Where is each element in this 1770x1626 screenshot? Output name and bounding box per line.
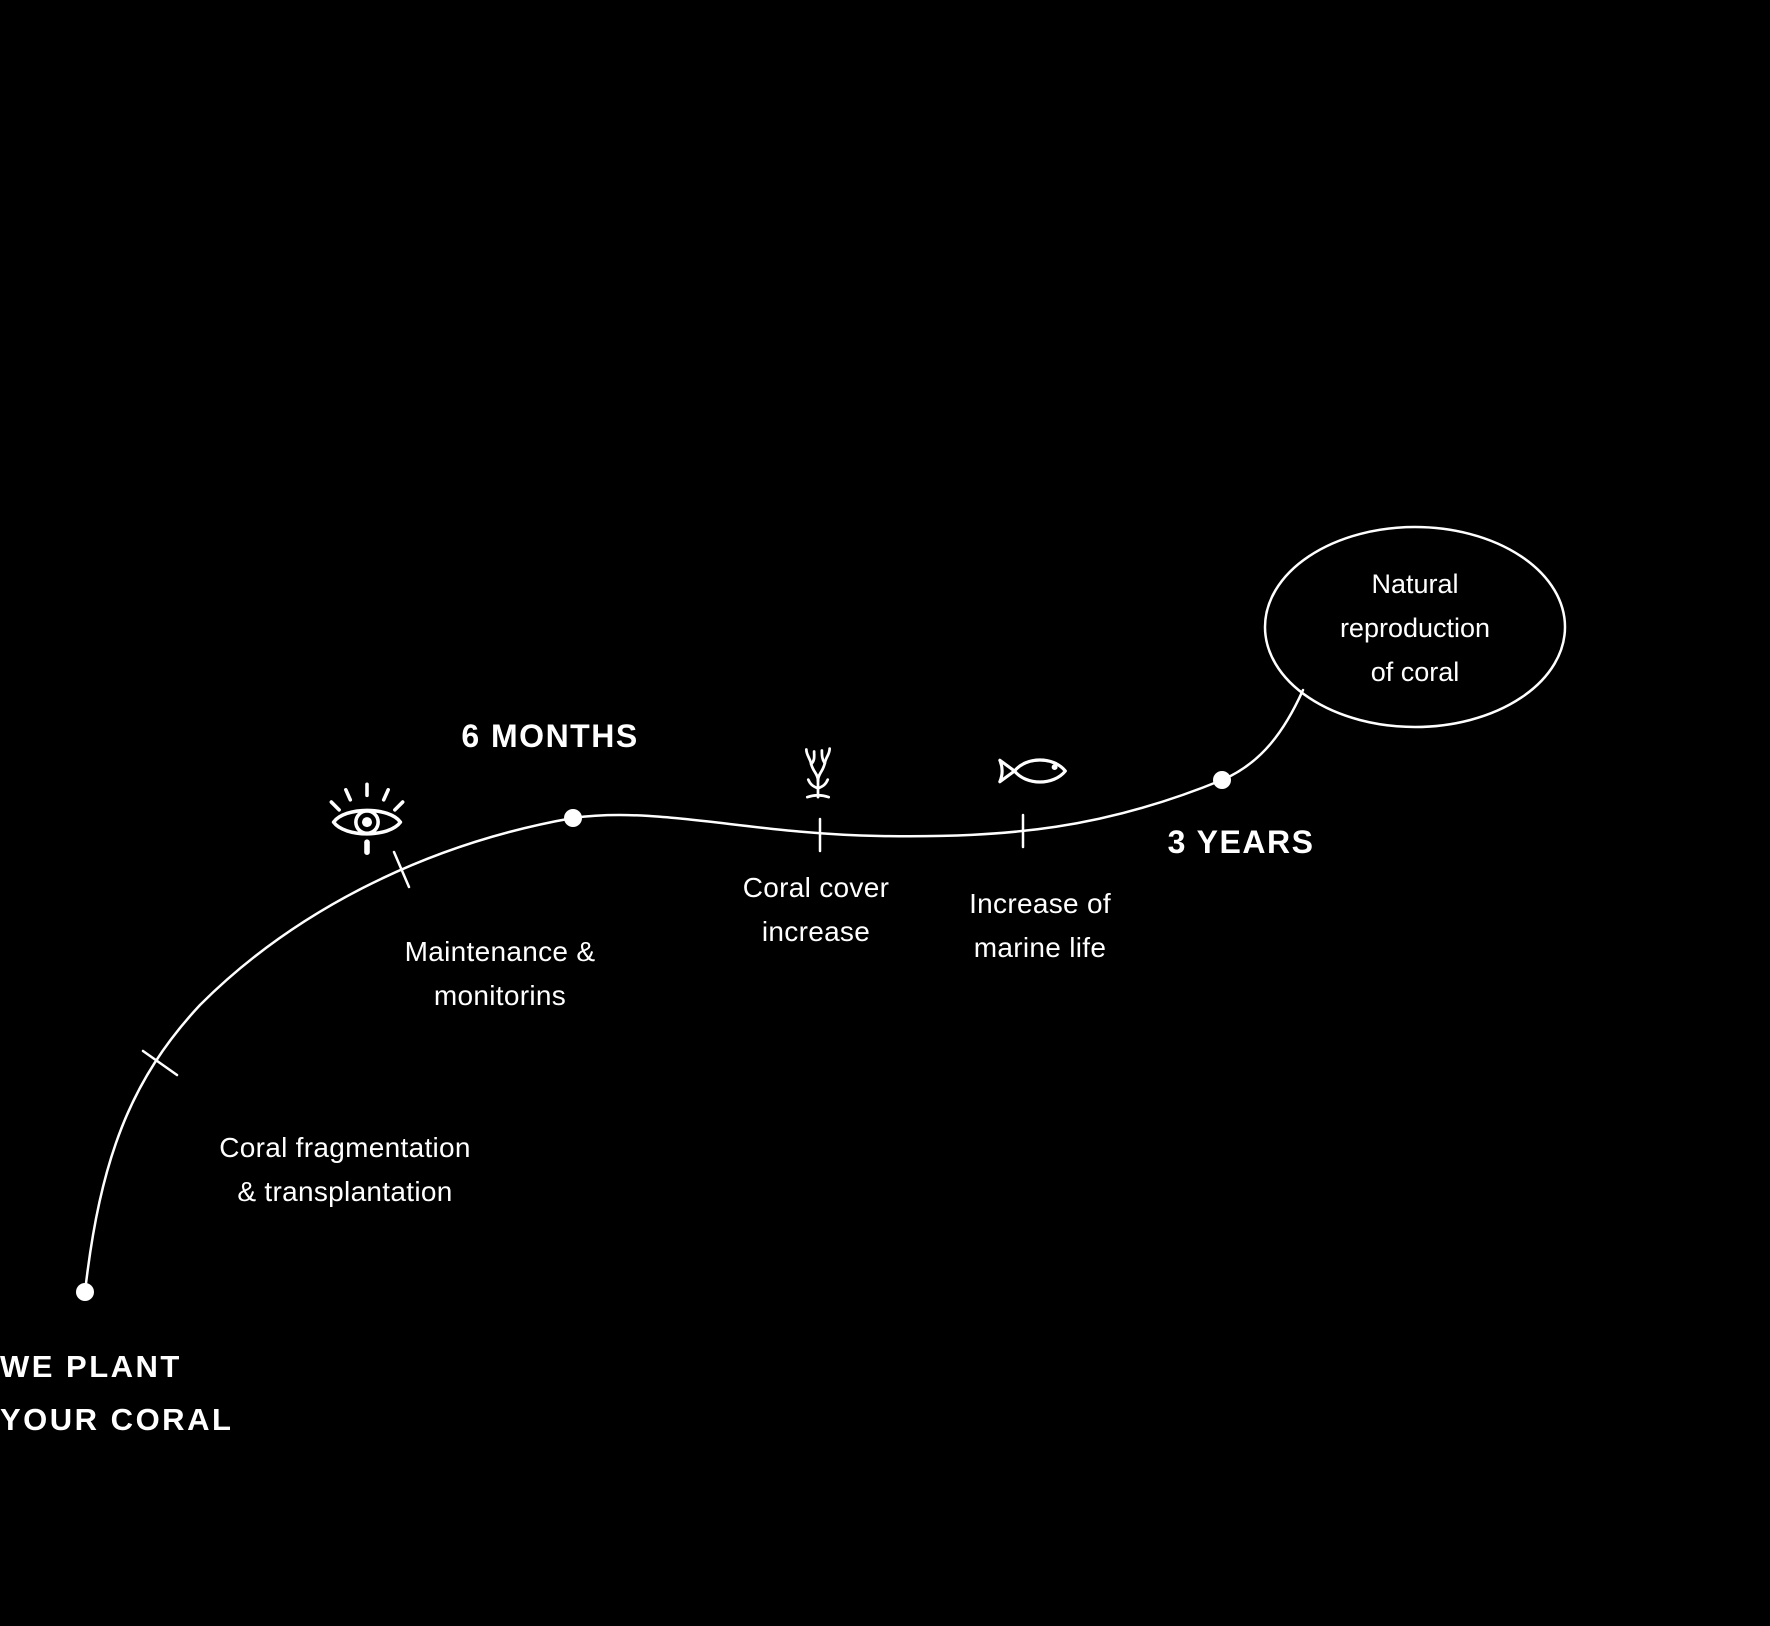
milestone-label-line1: Coral fragmentation	[219, 1132, 471, 1163]
milestone-tick-maintenance	[392, 850, 411, 889]
milestone-tick-fragmentation	[141, 1049, 179, 1077]
three-years-dot	[1213, 771, 1231, 789]
six-months-dot	[564, 809, 582, 827]
three-years-label: 3 YEARS	[1167, 824, 1315, 860]
milestone-label-coral-cover: Coral cover increase	[743, 866, 889, 954]
fish-icon	[998, 758, 1067, 784]
natural-reproduction-label: Natural reproduction of coral	[1340, 562, 1490, 694]
start-label-line2: YOUR CORAL	[0, 1402, 234, 1437]
eye-icon	[329, 782, 405, 855]
milestone-label-marine-life: Increase of marine life	[969, 882, 1111, 970]
milestone-label-line2: & transplantation	[237, 1176, 453, 1207]
milestone-label-line1: Maintenance &	[404, 936, 596, 967]
bubble-line3: of coral	[1370, 657, 1460, 687]
milestone-label-maintenance: Maintenance & monitorins	[405, 930, 596, 1018]
milestone-label-line2: marine life	[973, 932, 1107, 963]
scissors-icon	[84, 989, 158, 1063]
milestone-label-line1: Increase of	[969, 888, 1111, 919]
start-dot	[76, 1283, 94, 1301]
six-months-label: 6 MONTHS	[461, 718, 639, 754]
milestone-label-line2: increase	[761, 916, 871, 947]
milestone-label-fragmentation: Coral fragmentation & transplantation	[219, 1126, 471, 1214]
timeline-curve	[83, 688, 1305, 1294]
start-label-line1: WE PLANT	[0, 1349, 182, 1384]
start-label: WE PLANT YOUR CORAL	[0, 1340, 233, 1446]
milestone-label-line2: monitorins	[433, 980, 567, 1011]
coral-icon	[804, 747, 832, 799]
scissors-icon	[89, 1, 157, 67]
bubble-line2: reproduction	[1339, 613, 1491, 643]
bubble-line1: Natural	[1371, 569, 1459, 599]
milestone-label-line1: Coral cover	[742, 872, 890, 903]
natural-reproduction-bubble	[1263, 525, 1567, 729]
